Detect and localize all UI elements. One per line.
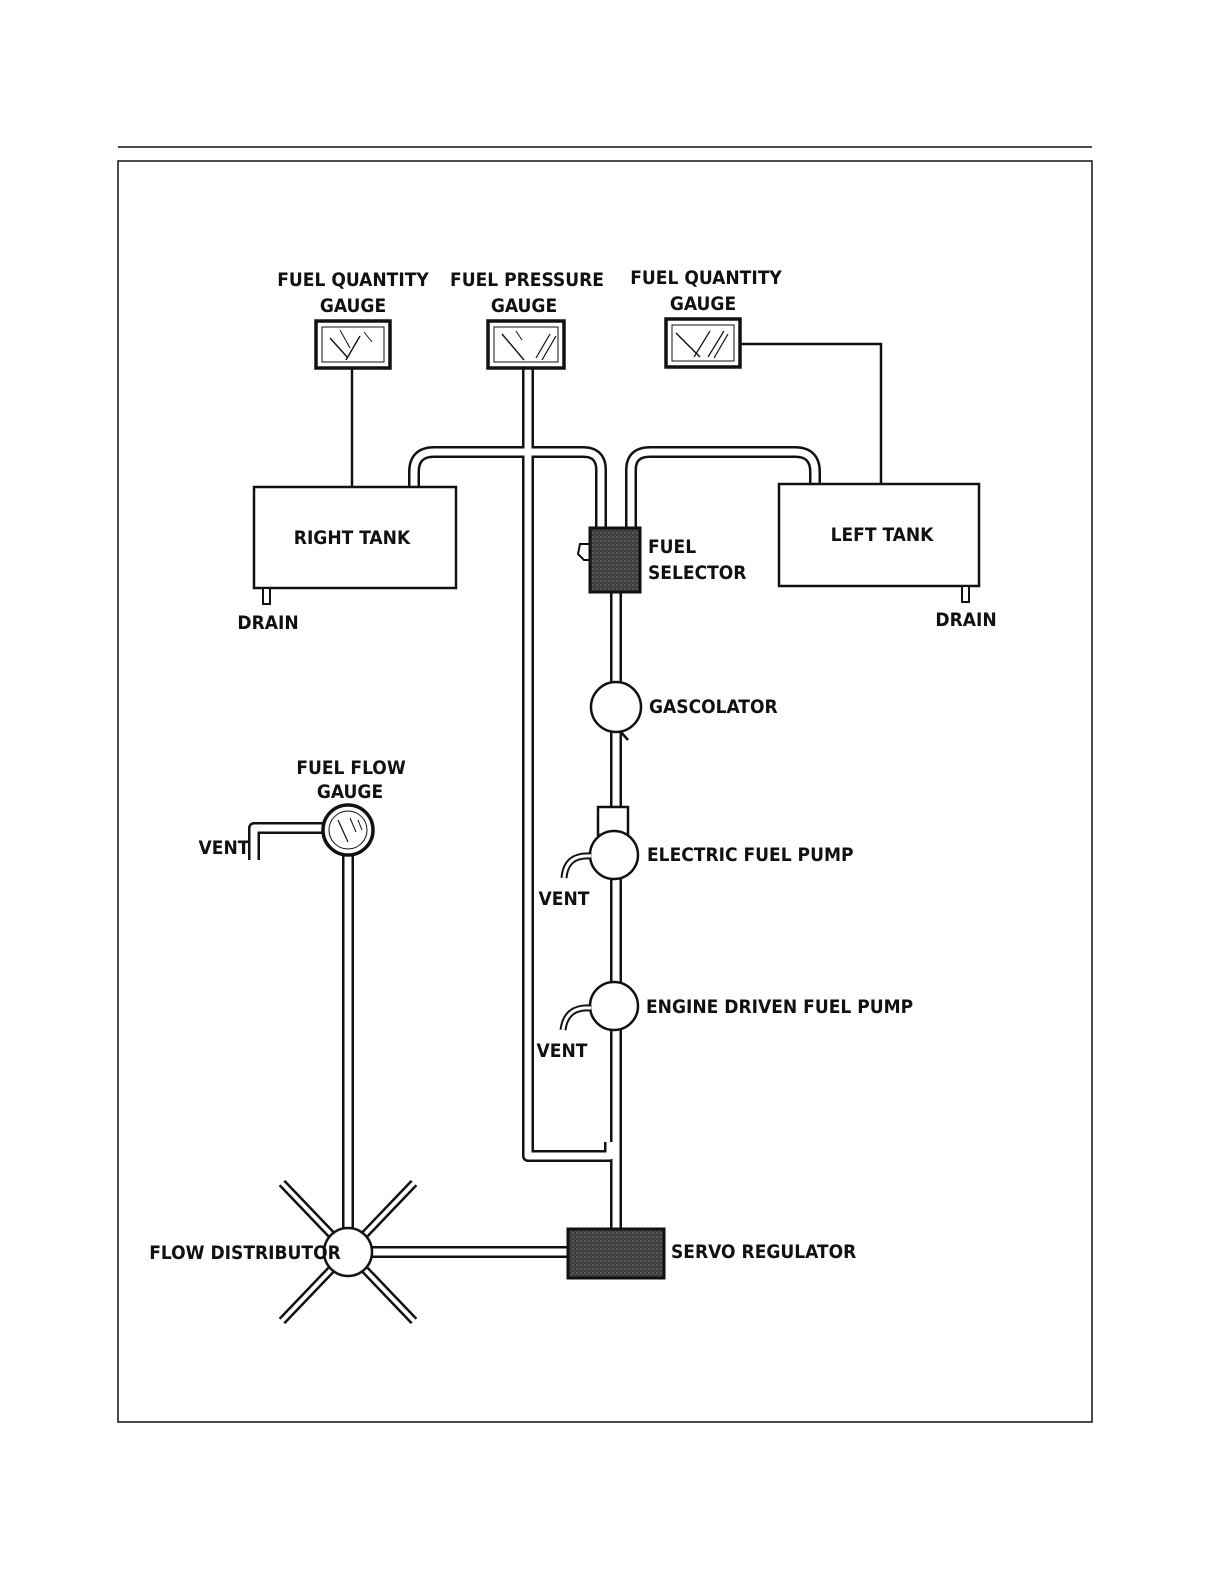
fuel-selector-label-1: FUEL [648,536,696,558]
servo-regulator-label: SERVO REGULATOR [671,1241,856,1263]
electric-fuel-pump [564,807,638,879]
left-drain-label: DRAIN [935,609,996,631]
engine-driven-fuel-pump-label: ENGINE DRIVEN FUEL PUMP [646,996,913,1018]
flow-distributor-label: FLOW DISTRIBUTOR [149,1242,341,1264]
fuel-quantity-gauge-right-label-2: GAUGE [320,295,386,317]
fuel-pressure-gauge [488,321,564,368]
fuel-pressure-gauge-label-1: FUEL PRESSURE [450,269,604,291]
right-drain [263,588,270,604]
fuel-quantity-gauge-left-label-1: FUEL QUANTITY [630,267,782,289]
vent-engine-label: VENT [537,1040,588,1062]
right-drain-label: DRAIN [237,612,298,634]
fuel-flow-gauge-label-1: FUEL FLOW [296,757,406,779]
fuel-flow-gauge-label-2: GAUGE [317,781,383,803]
fuel-selector [578,528,640,592]
fuel-flow-gauge [323,805,373,855]
fuel-quantity-gauge-right [316,321,390,368]
left-tank-label: LEFT TANK [831,524,935,546]
fuel-quantity-gauge-left [666,319,740,367]
fuel-selector-label-2: SELECTOR [648,562,746,584]
vent-electric-label: VENT [539,888,590,910]
fuel-pressure-gauge-label-2: GAUGE [491,295,557,317]
engine-driven-fuel-pump [563,982,638,1030]
servo-regulator [568,1229,664,1278]
left-drain [962,586,969,602]
right-tank-label: RIGHT TANK [294,527,411,549]
gascolator-label: GASCOLATOR [649,696,778,718]
gascolator [591,682,641,740]
vent-flow-label: VENT [199,837,250,859]
fuel-quantity-gauge-left-label-2: GAUGE [670,293,736,315]
fuel-quantity-gauge-right-label-1: FUEL QUANTITY [277,269,429,291]
electric-fuel-pump-label: ELECTRIC FUEL PUMP [647,844,854,866]
